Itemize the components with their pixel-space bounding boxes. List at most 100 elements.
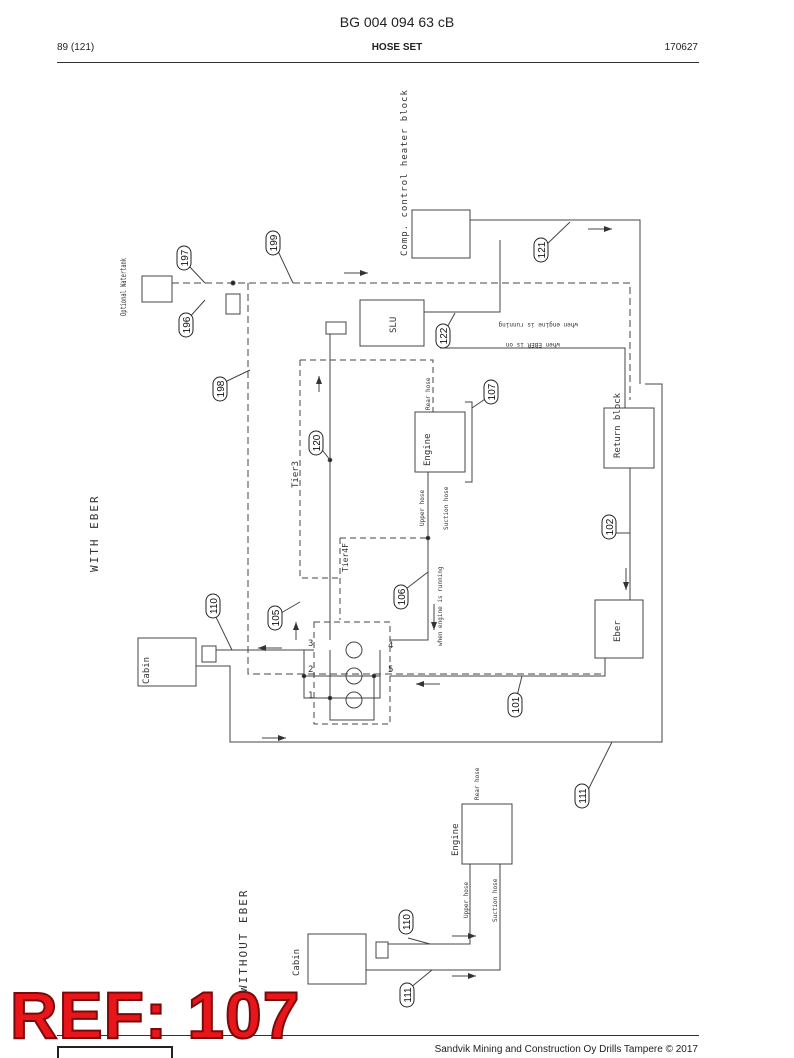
- port-2: 2: [308, 665, 313, 675]
- callout-121: 121: [533, 237, 549, 263]
- callout-198: 198: [212, 376, 228, 402]
- page-number: 89 (121): [57, 42, 95, 53]
- footer-rule: [57, 1035, 699, 1036]
- callout-111-no-eber: 111: [399, 982, 415, 1008]
- svg-text:110: 110: [209, 598, 220, 614]
- return-block-box: [603, 407, 655, 469]
- suction-hose-label: Suction hose: [443, 486, 450, 530]
- water-tank-box: [141, 275, 173, 303]
- note-eber-on: when EBER is on: [505, 341, 560, 348]
- callout-102: 102: [601, 514, 617, 540]
- pump-1: [345, 641, 363, 659]
- cabin-valve-no-eber: [375, 941, 389, 959]
- return-block-label: Return block: [613, 392, 623, 458]
- callout-110-no-eber: 110: [398, 909, 414, 935]
- rear-hose-label: Rear hose: [425, 377, 432, 410]
- eber-label: Eber: [613, 620, 623, 642]
- tier3-zone: [299, 359, 434, 579]
- slu-valve: [325, 321, 347, 335]
- upper-hose-label: Upper hose: [419, 489, 426, 526]
- svg-text:111: 111: [578, 788, 589, 804]
- without-eber-heading: WITHOUT EBER: [237, 889, 250, 992]
- tier4f-label: Tier4F: [341, 543, 350, 572]
- callout-110: 110: [205, 593, 221, 619]
- manifold-pipes: [303, 650, 381, 721]
- callout-106: 106: [393, 584, 409, 610]
- ref-stamp: REF: 107: [9, 978, 301, 1052]
- callout-199: 199: [265, 230, 281, 256]
- without-eber-labels: WITHOUT EBER Engine Cabin Rear hose Uppe…: [237, 767, 499, 992]
- section-title: HOSE SET: [371, 42, 423, 53]
- with-eber-heading: WITH EBER: [88, 494, 101, 572]
- tank-valve: [225, 293, 241, 315]
- svg-text:199: 199: [269, 234, 280, 251]
- callout-197: 197: [176, 245, 192, 271]
- callout-196: 196: [178, 312, 194, 338]
- cabin-valve: [201, 645, 217, 663]
- svg-text:102: 102: [605, 518, 616, 535]
- with-eber-labels: WITH EBER Optional Watertank Comp. contr…: [88, 89, 623, 701]
- rear-hose-label-no-eber: Rear hose: [474, 767, 481, 800]
- callout-111: 111: [574, 783, 590, 809]
- callout-107: 107: [483, 379, 499, 405]
- brand-logo: [57, 1046, 173, 1058]
- port-5: 5: [388, 665, 393, 675]
- cabin-label-no-eber: Cabin: [292, 949, 302, 976]
- water-tank-label: Optional Watertank: [119, 258, 128, 316]
- port-1: 1: [308, 691, 313, 701]
- svg-text:110: 110: [402, 914, 413, 930]
- hose-121: [470, 219, 641, 384]
- note-engine-running-top: when engine is running: [498, 321, 578, 328]
- eber-box: [594, 599, 644, 659]
- footer-copyright: Sandvik Mining and Construction Oy Drill…: [434, 1044, 698, 1055]
- svg-text:120: 120: [312, 434, 323, 451]
- document-date: 170627: [664, 42, 698, 53]
- suction-hose-label-no-eber: Suction hose: [492, 878, 499, 922]
- svg-text:197: 197: [180, 249, 191, 266]
- svg-text:101: 101: [511, 696, 522, 713]
- hose-111-no-eber: [366, 864, 501, 971]
- svg-text:111: 111: [403, 987, 414, 1003]
- engine-label: Engine: [423, 433, 433, 466]
- hose-101: [390, 658, 606, 677]
- callout-120: 120: [308, 430, 324, 456]
- hose-111: [196, 383, 663, 743]
- comp-heater-box: [411, 209, 471, 259]
- pump-2: [345, 667, 363, 685]
- header-rule: [57, 62, 699, 63]
- cabin-box: [137, 637, 197, 687]
- callout-101: 101: [507, 692, 523, 718]
- port-4: 4: [388, 641, 393, 651]
- svg-text:198: 198: [216, 380, 227, 397]
- cabin-box-no-eber: [307, 933, 367, 985]
- engine-box-no-eber: [461, 803, 513, 865]
- hose-106: [390, 472, 429, 641]
- port-3: 3: [308, 639, 313, 649]
- tier4f-zone: [339, 537, 428, 620]
- dashed-loop: [172, 282, 631, 675]
- callout-105: 105: [267, 605, 283, 631]
- svg-text:105: 105: [271, 609, 282, 626]
- pump-3: [345, 691, 363, 709]
- hose-110-no-eber: [388, 864, 471, 945]
- svg-text:122: 122: [439, 327, 450, 344]
- upper-hose-label-no-eber: Upper hose: [463, 881, 470, 918]
- engine-box: [414, 411, 466, 473]
- tier3-label: Tier3: [291, 461, 301, 488]
- hose-eber-on: [440, 347, 626, 408]
- note-engine-running-side: when engine is running: [437, 566, 444, 646]
- callout-122: 122: [435, 323, 451, 349]
- slu-box: [359, 299, 425, 347]
- without-eber-section: [307, 803, 513, 989]
- svg-text:121: 121: [537, 241, 548, 258]
- cabin-label: Cabin: [142, 657, 152, 684]
- manifold-box: [313, 621, 391, 725]
- with-eber-section: [137, 209, 663, 791]
- hose-122: [424, 240, 501, 313]
- with-eber-callouts: 197 196 199 198 121 122 107 120: [176, 230, 617, 809]
- engine-label-no-eber: Engine: [451, 823, 461, 856]
- slu-label: SLU: [389, 317, 399, 333]
- svg-text:196: 196: [182, 316, 193, 333]
- comp-heater-label: Comp. control heater block: [400, 89, 410, 256]
